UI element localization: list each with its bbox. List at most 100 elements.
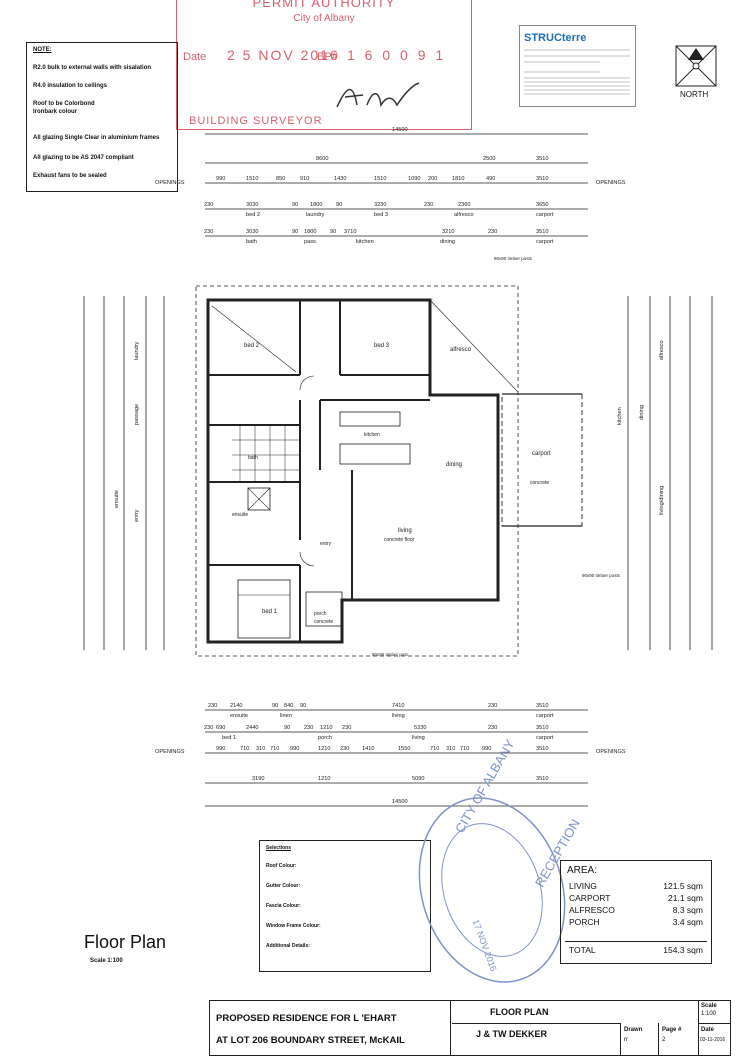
- openings-label: OPENINGS: [596, 180, 626, 186]
- title-block: PROPOSED RESIDENCE FOR L 'EHART AT LOT 2…: [209, 1000, 731, 1056]
- dim-value: 90: [336, 202, 343, 208]
- scale-date-cell: Scale 1:100 Date 03-11-2016: [698, 1001, 731, 1055]
- page-cell: Page # 2: [658, 1023, 699, 1055]
- dim-value: 3190: [252, 776, 265, 782]
- area-label: PORCH: [569, 917, 600, 927]
- dim-room-label: ensuite: [114, 489, 120, 508]
- page-value: 2: [662, 1037, 666, 1043]
- room-label: entry: [320, 541, 332, 547]
- openings-label: OPENINGS: [155, 749, 185, 755]
- date-label: Date: [701, 1027, 715, 1033]
- dim-value: 2500: [483, 156, 496, 162]
- room-label: ensuite: [232, 512, 249, 518]
- dim-value: 3030: [246, 229, 259, 235]
- dim-value: 310: [256, 746, 266, 752]
- note-item: R4.0 insulation to ceilings: [33, 83, 108, 89]
- dim-room-label: kitchen: [356, 239, 374, 245]
- drawn-value: rr: [624, 1037, 628, 1043]
- builder-name: J & TW DEKKER: [476, 1029, 548, 1039]
- dim-value: 90: [330, 229, 337, 235]
- area-label: ALFRESCO: [569, 905, 615, 915]
- room-label: bed 3: [374, 343, 390, 349]
- dim-value: 710: [270, 746, 280, 752]
- dim-room-label: carport: [536, 735, 554, 741]
- dim-value: 1430: [334, 176, 347, 182]
- openings-label: OPENINGS: [155, 180, 185, 186]
- dim-room-label: bed 1: [222, 735, 236, 741]
- selection-item: Fascia Colour:: [266, 903, 301, 909]
- drawn-cell: Drawn rr: [620, 1023, 659, 1055]
- dim-room-label: dining: [639, 405, 645, 420]
- dim-room-label: laundry: [306, 212, 325, 218]
- dim-value: 310: [446, 746, 456, 752]
- dim-value: 3710: [344, 229, 357, 235]
- area-total-label: TOTAL: [569, 945, 596, 955]
- room-label: porch: [314, 611, 327, 617]
- dim-value: 990: [482, 746, 492, 752]
- drawn-label: Drawn: [624, 1027, 643, 1033]
- dim-value: 690: [216, 725, 226, 731]
- dim-value: 230: [488, 703, 498, 709]
- room-label: living: [398, 528, 412, 534]
- dim-value: 5090: [412, 776, 425, 782]
- selection-item: Additional Details:: [266, 943, 310, 949]
- dim-value: 230: [204, 202, 214, 208]
- project-line-1: PROPOSED RESIDENCE FOR L 'EHART: [216, 1013, 397, 1024]
- plan-note: 90x90 timber posts: [582, 573, 621, 578]
- openings-label: OPENINGS: [596, 749, 626, 755]
- dim-value: 3510: [536, 156, 549, 162]
- dim-value: 990: [216, 176, 226, 182]
- dim-value: 3510: [536, 703, 549, 709]
- dim-room-label: living: [392, 713, 405, 719]
- dim-value: 710: [240, 746, 250, 752]
- stamp-lines-icon: [524, 49, 630, 95]
- page-label: Page #: [662, 1027, 682, 1033]
- dim-value: 1800: [310, 202, 323, 208]
- floor-plan-scale: Scale 1:100: [90, 958, 123, 964]
- selections-heading: Selections: [266, 845, 292, 851]
- area-value: 121.5 sqm: [663, 881, 703, 891]
- dim-value: 1510: [374, 176, 387, 182]
- permit-bp-label: BP#: [317, 51, 338, 63]
- surveyor-signature-icon: [336, 82, 420, 108]
- selections-box: Selections Roof Colour: Gutter Colour: F…: [259, 840, 431, 972]
- area-total-divider: [565, 941, 707, 942]
- floor-plan-title: Floor Plan: [84, 932, 167, 952]
- dim-value: 230: [204, 229, 214, 235]
- dim-value: 230: [424, 202, 434, 208]
- area-value: 3.4 sqm: [672, 917, 703, 927]
- selection-item: Roof Colour:: [266, 863, 297, 869]
- dim-room-label: bed 3: [374, 212, 388, 218]
- area-label: CARPORT: [569, 893, 611, 903]
- engineer-stamp: STRUCterre: [519, 25, 636, 107]
- dim-value: 850: [276, 176, 286, 182]
- date-value: 03-11-2016: [700, 1037, 726, 1043]
- dim-room-label: living: [412, 735, 425, 741]
- dim-value: 200: [428, 176, 438, 182]
- dim-room-label: laundry: [134, 341, 140, 360]
- area-total-value: 154.3 sqm: [663, 945, 703, 955]
- note-item: All glazing Single Clear in aluminium fr…: [33, 135, 160, 141]
- area-heading: AREA:: [567, 865, 598, 876]
- dim-room-label: linen: [280, 713, 292, 719]
- dim-value: 8600: [316, 156, 329, 162]
- dim-value: 90: [300, 703, 307, 709]
- note-item: Ironbark colour: [33, 109, 78, 115]
- dim-room-label: pass.: [304, 239, 318, 245]
- dim-room-label: ensuite: [230, 713, 249, 719]
- dim-room-label: dining: [440, 239, 455, 245]
- dim-value: 3510: [536, 746, 549, 752]
- selection-item: Window Frame Colour:: [266, 923, 321, 929]
- dim-value: 90: [292, 229, 299, 235]
- dim-value: 2440: [246, 725, 259, 731]
- dim-room-label: alfresco: [659, 340, 665, 360]
- plan-note: 90x90 timber post: [372, 652, 408, 657]
- dim-value: 2360: [458, 202, 471, 208]
- dim-value: 230: [488, 725, 498, 731]
- north-arrow-icon: [675, 45, 717, 87]
- dim-value: 710: [460, 746, 470, 752]
- dim-value: 1210: [318, 776, 331, 782]
- dim-value: 5330: [414, 725, 427, 731]
- dim-value: 3510: [536, 176, 549, 182]
- dim-room-label: passage: [134, 403, 140, 425]
